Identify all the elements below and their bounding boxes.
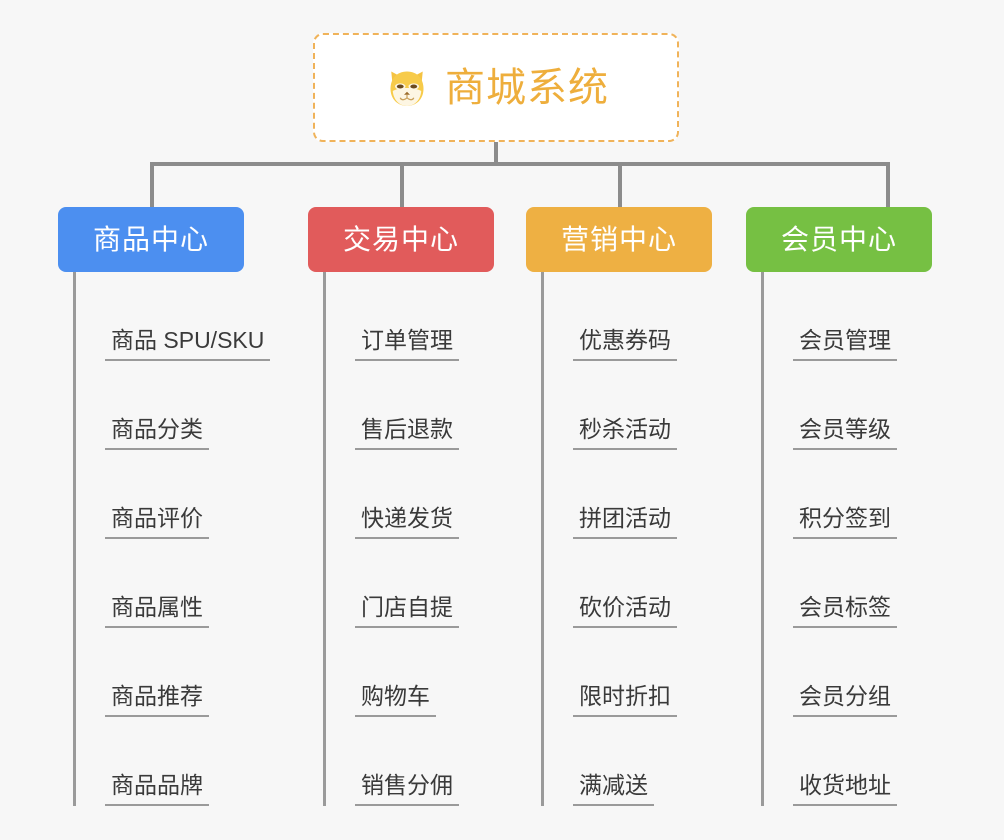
category-label-4: 会员中心 bbox=[780, 223, 897, 255]
leaf-underline: 订单管理 bbox=[355, 327, 459, 361]
leaf-underline: 会员分组 bbox=[793, 683, 897, 717]
root-title: 商城系统 bbox=[445, 65, 609, 110]
leaf-label: 秒杀活动 bbox=[579, 415, 671, 442]
leaf-label: 商品 SPU/SKU bbox=[111, 326, 265, 353]
leaf-underline: 秒杀活动 bbox=[573, 416, 677, 450]
leaf-label: 优惠券码 bbox=[579, 326, 671, 353]
connector-drop-1 bbox=[150, 162, 154, 208]
leaf-item[interactable]: 秒杀活动 bbox=[541, 361, 677, 450]
leaf-label: 会员管理 bbox=[799, 326, 891, 353]
leaf-item[interactable]: 商品 SPU/SKU bbox=[73, 272, 271, 361]
leaf-label: 限时折扣 bbox=[579, 682, 671, 709]
category-label-1: 商品中心 bbox=[92, 223, 209, 255]
leaf-underline: 快递发货 bbox=[355, 505, 459, 539]
leaf-item[interactable]: 商品品牌 bbox=[73, 717, 209, 806]
leaf-item[interactable]: 销售分佣 bbox=[323, 717, 459, 806]
leaf-item[interactable]: 拼团活动 bbox=[541, 450, 677, 539]
leaf-underline: 砍价活动 bbox=[573, 594, 677, 628]
leaf-label: 销售分佣 bbox=[361, 771, 453, 798]
leaf-item[interactable]: 砍价活动 bbox=[541, 539, 677, 628]
leaf-underline: 商品属性 bbox=[105, 594, 209, 628]
leaf-underline: 门店自提 bbox=[355, 594, 459, 628]
category-box-3[interactable]: 营销中心 bbox=[526, 207, 712, 272]
leaf-label: 拼团活动 bbox=[579, 504, 671, 531]
connector-drop-4 bbox=[886, 162, 890, 208]
leaf-item[interactable]: 会员标签 bbox=[761, 539, 897, 628]
leaf-item[interactable]: 会员管理 bbox=[761, 272, 897, 361]
leaf-underline: 限时折扣 bbox=[573, 683, 677, 717]
leaf-label: 商品评价 bbox=[111, 504, 203, 531]
leaf-item[interactable]: 售后退款 bbox=[323, 361, 459, 450]
leaf-label: 商品推荐 bbox=[111, 682, 203, 709]
connector-root-stem bbox=[494, 142, 498, 164]
leaf-underline: 商品推荐 bbox=[105, 683, 209, 717]
leaf-underline: 会员标签 bbox=[793, 594, 897, 628]
leaf-underline: 优惠券码 bbox=[573, 327, 677, 361]
leaf-label: 会员标签 bbox=[799, 593, 891, 620]
leaf-spine-4 bbox=[761, 272, 764, 806]
connector-drop-2 bbox=[400, 162, 404, 208]
leaf-label: 订单管理 bbox=[361, 326, 453, 353]
leaf-item[interactable]: 商品分类 bbox=[73, 361, 209, 450]
leaf-spine-2 bbox=[323, 272, 326, 806]
leaf-label: 购物车 bbox=[361, 682, 430, 709]
leaf-label: 积分签到 bbox=[799, 504, 891, 531]
leaf-item[interactable]: 快递发货 bbox=[323, 450, 459, 539]
leaf-underline: 购物车 bbox=[355, 683, 436, 717]
leaf-underline: 商品评价 bbox=[105, 505, 209, 539]
leaf-label: 门店自提 bbox=[361, 593, 453, 620]
connector-horizontal-bus bbox=[150, 162, 890, 166]
leaf-item[interactable]: 商品推荐 bbox=[73, 628, 209, 717]
leaf-label: 售后退款 bbox=[361, 415, 453, 442]
leaf-underline: 满减送 bbox=[573, 772, 654, 806]
category-label-3: 营销中心 bbox=[560, 223, 677, 255]
leaf-item[interactable]: 购物车 bbox=[323, 628, 436, 717]
leaf-spine-1 bbox=[73, 272, 76, 806]
leaf-label: 会员分组 bbox=[799, 682, 891, 709]
leaf-item[interactable]: 限时折扣 bbox=[541, 628, 677, 717]
leaf-label: 商品品牌 bbox=[111, 771, 203, 798]
leaf-label: 满减送 bbox=[579, 771, 648, 798]
leaf-item[interactable]: 优惠券码 bbox=[541, 272, 677, 361]
leaf-item[interactable]: 收货地址 bbox=[761, 717, 897, 806]
category-box-2[interactable]: 交易中心 bbox=[308, 207, 494, 272]
root-node-shop-system[interactable]: 商城系统 bbox=[313, 33, 679, 142]
leaf-item[interactable]: 积分签到 bbox=[761, 450, 897, 539]
leaf-underline: 商品品牌 bbox=[105, 772, 209, 806]
leaf-label: 商品分类 bbox=[111, 415, 203, 442]
shiba-dog-face-icon bbox=[390, 71, 424, 106]
leaf-label: 砍价活动 bbox=[579, 593, 671, 620]
leaf-label: 会员等级 bbox=[799, 415, 891, 442]
leaf-underline: 会员管理 bbox=[793, 327, 897, 361]
leaf-underline: 拼团活动 bbox=[573, 505, 677, 539]
connector-drop-3 bbox=[618, 162, 622, 208]
leaf-item[interactable]: 会员等级 bbox=[761, 361, 897, 450]
leaf-item[interactable]: 商品评价 bbox=[73, 450, 209, 539]
leaf-underline: 销售分佣 bbox=[355, 772, 459, 806]
leaf-underline: 会员等级 bbox=[793, 416, 897, 450]
leaf-underline: 积分签到 bbox=[793, 505, 897, 539]
category-box-4[interactable]: 会员中心 bbox=[746, 207, 932, 272]
leaf-item[interactable]: 商品属性 bbox=[73, 539, 209, 628]
leaf-spine-3 bbox=[541, 272, 544, 806]
leaf-underline: 商品 SPU/SKU bbox=[105, 326, 271, 361]
category-box-1[interactable]: 商品中心 bbox=[58, 207, 244, 272]
leaf-underline: 商品分类 bbox=[105, 416, 209, 450]
leaf-label: 快递发货 bbox=[361, 504, 453, 531]
leaf-item[interactable]: 门店自提 bbox=[323, 539, 459, 628]
category-label-2: 交易中心 bbox=[342, 223, 459, 255]
leaf-underline: 售后退款 bbox=[355, 416, 459, 450]
leaf-item[interactable]: 满减送 bbox=[541, 717, 654, 806]
leaf-underline: 收货地址 bbox=[793, 772, 897, 806]
leaf-label: 收货地址 bbox=[799, 771, 891, 798]
leaf-item[interactable]: 会员分组 bbox=[761, 628, 897, 717]
leaf-label: 商品属性 bbox=[111, 593, 203, 620]
leaf-item[interactable]: 订单管理 bbox=[323, 272, 459, 361]
